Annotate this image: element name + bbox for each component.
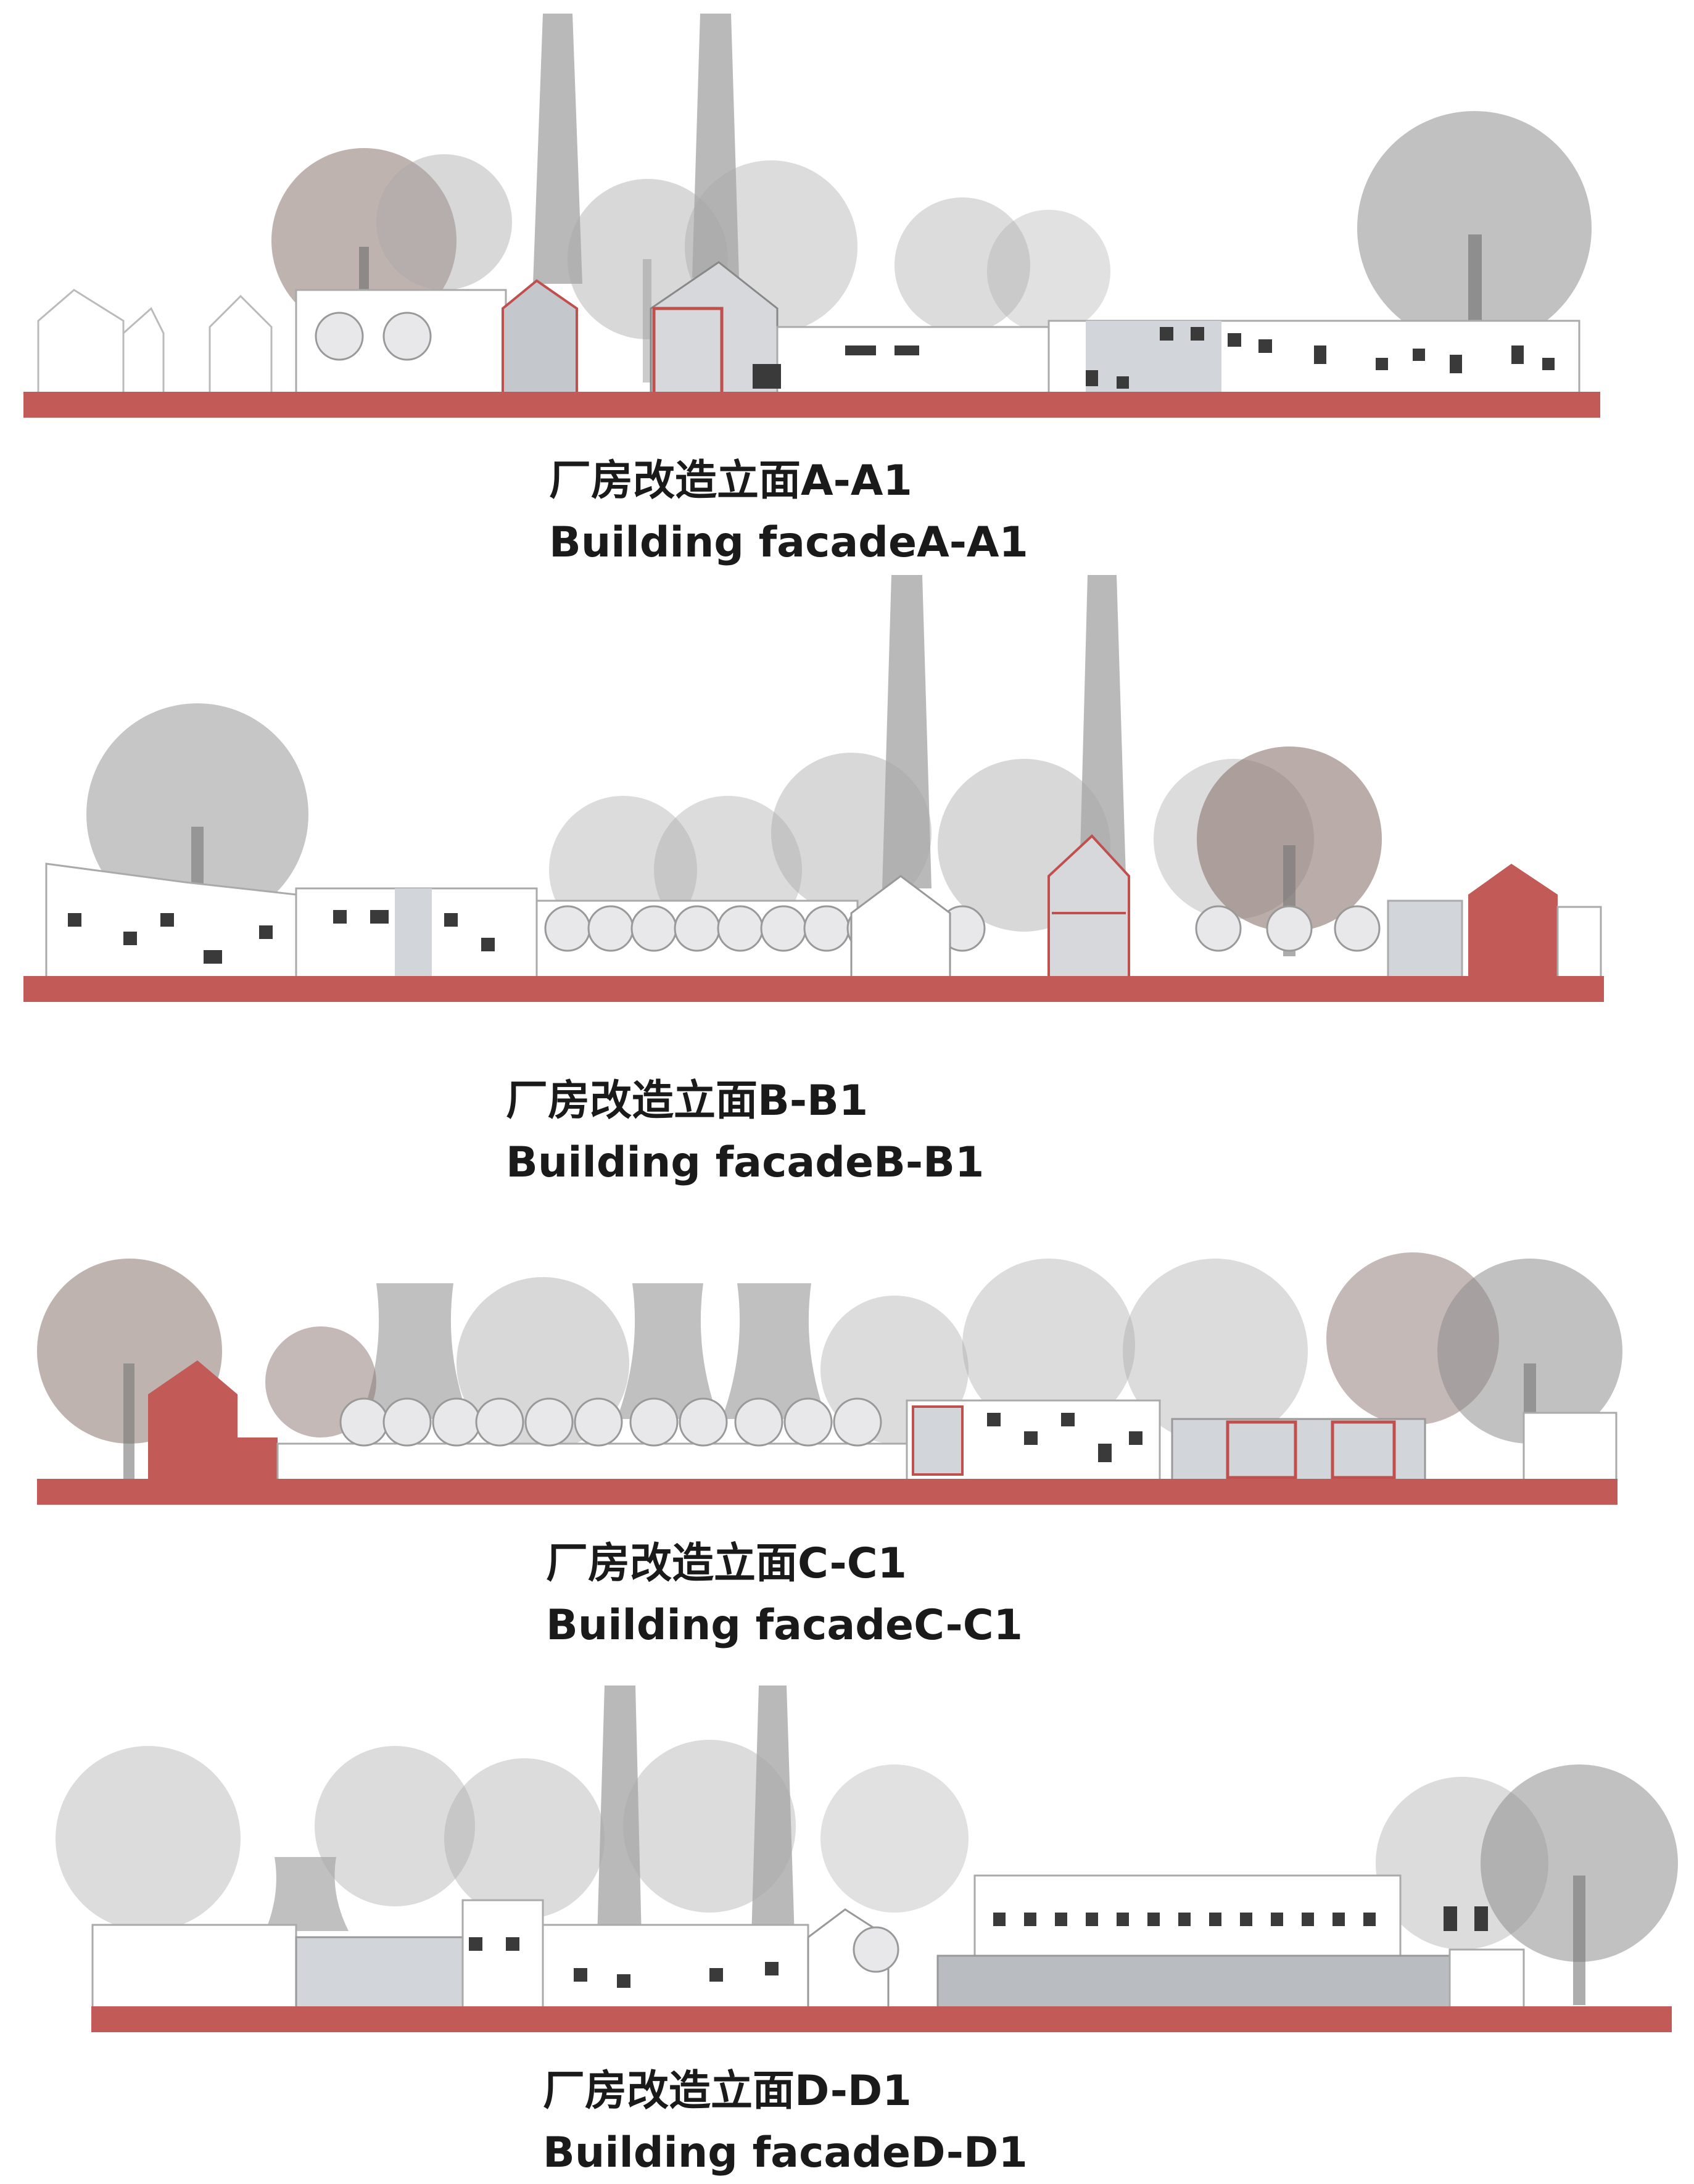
tree-icon	[315, 1746, 475, 1906]
facade-panel-a: 厂房改造立面A-A1 Building facadeA-A1	[0, 0, 1694, 568]
ground-strip	[91, 2006, 1672, 2032]
cooling-tower-icon	[722, 1283, 827, 1419]
facade-panel-b: 厂房改造立面B-B1 Building facadeB-B1	[0, 568, 1694, 1209]
building-group	[91, 1874, 1525, 2012]
window-group	[987, 1413, 1142, 1462]
facade-title-en: Building facadeB-B1	[506, 1138, 985, 1187]
tree-icon	[895, 197, 1030, 333]
tree-icon	[1123, 1259, 1308, 1444]
cooling-tower-icon	[265, 1857, 349, 1931]
ground-strip	[23, 392, 1600, 418]
tree-icon	[623, 1740, 796, 1913]
chimney-icon	[751, 1686, 795, 1937]
chimney-icon	[597, 1686, 642, 1937]
chimney-icon	[692, 14, 739, 278]
tree-icon	[1481, 1764, 1678, 2005]
facade-panel-d: 厂房改造立面D-D1 Building facadeD-D1	[0, 1678, 1694, 2177]
tree-icon	[444, 1758, 605, 1919]
chimney-icon	[533, 14, 582, 284]
elevation-drawing-b	[23, 575, 1604, 1002]
tree-icon	[987, 210, 1110, 333]
chimney-icon	[1080, 575, 1126, 876]
ground-strip	[37, 1479, 1618, 1505]
elevation-drawing-d	[56, 1686, 1678, 2032]
facade-title-cn: 厂房改造立面B-B1	[506, 1077, 869, 1125]
window-group	[68, 910, 495, 964]
window-group	[469, 1906, 1488, 1988]
window-group	[753, 327, 1555, 389]
facade-caption: 厂房改造立面C-C1 Building facadeC-C1	[546, 1533, 1023, 1657]
facade-title-cn: 厂房改造立面C-C1	[546, 1539, 907, 1588]
elevation-drawing-c	[37, 1252, 1622, 1505]
facade-title-en: Building facadeD-D1	[543, 2128, 1028, 2177]
tree-icon	[820, 1764, 969, 1913]
facade-title-cn: 厂房改造立面A-A1	[549, 457, 912, 505]
chimney-icon	[882, 575, 932, 888]
tree-icon	[56, 1746, 241, 1931]
cooling-tower-icon	[617, 1283, 719, 1419]
tree-icon	[771, 753, 932, 913]
facade-title-en: Building facadeC-C1	[546, 1601, 1023, 1650]
elevation-drawing-a	[23, 14, 1600, 418]
facade-caption: 厂房改造立面B-B1 Building facadeB-B1	[506, 1070, 984, 1194]
facade-title-cn: 厂房改造立面D-D1	[543, 2067, 912, 2116]
facade-title-en: Building facadeA-A1	[549, 518, 1028, 567]
tree-icon	[376, 154, 512, 290]
building-group	[148, 1360, 1618, 1482]
facade-caption: 厂房改造立面A-A1 Building facadeA-A1	[549, 450, 1028, 574]
ground-strip	[23, 976, 1604, 1002]
tree-icon	[962, 1259, 1135, 1431]
building-group	[37, 261, 1580, 397]
cooling-tower-icon	[361, 1283, 469, 1419]
facade-panel-c: 厂房改造立面C-C1 Building facadeC-C1	[0, 1209, 1694, 1678]
facade-caption: 厂房改造立面D-D1 Building facadeD-D1	[543, 2061, 1028, 2184]
